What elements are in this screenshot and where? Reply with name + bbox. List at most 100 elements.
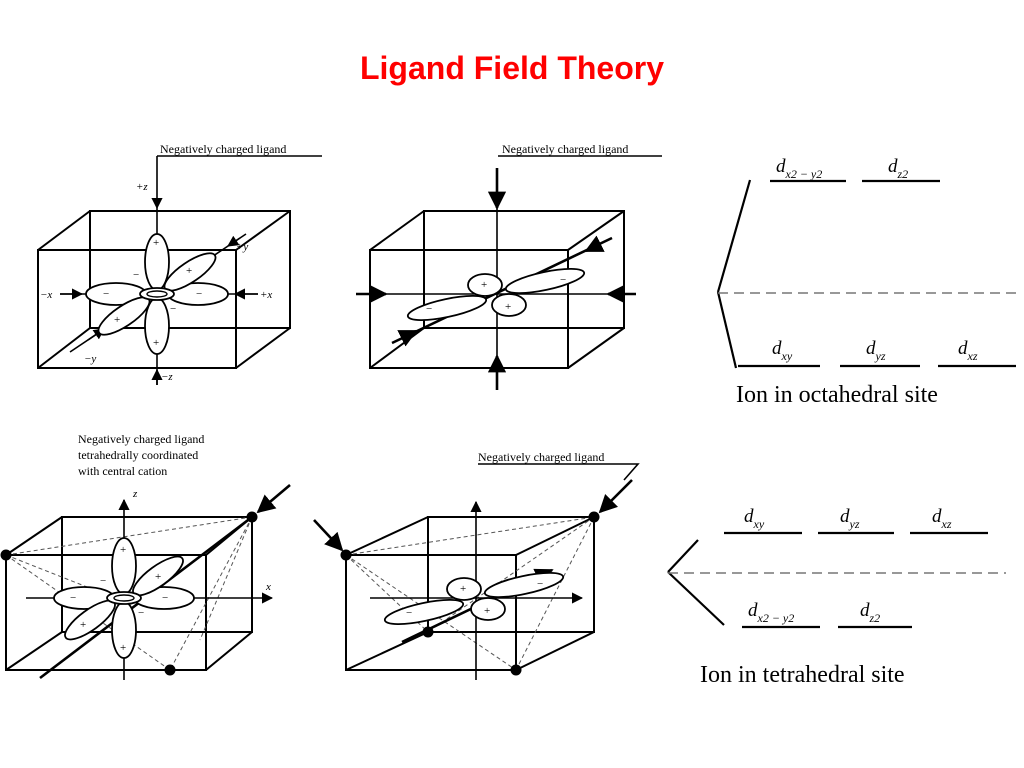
ligand-dot bbox=[422, 626, 434, 638]
ligand-dot bbox=[340, 549, 352, 561]
orbital-label: dx2 − y2 bbox=[748, 600, 794, 625]
split-line-lower bbox=[667, 571, 725, 626]
torus-ring-inner bbox=[146, 290, 168, 298]
octahedral-caption: Ion in octahedral site bbox=[736, 382, 938, 408]
cube-edge bbox=[235, 210, 291, 251]
torus-ring-inner bbox=[113, 594, 135, 602]
cube-edge bbox=[5, 516, 63, 556]
orbital-label: dyz bbox=[866, 338, 886, 363]
y-axis bbox=[391, 236, 613, 345]
axis-label-mx: −x bbox=[40, 289, 52, 301]
sign-minus: − bbox=[196, 288, 202, 300]
tetrahedral-splitting: dxy dyz dxz dx2 − y2 dz2 Ion in tetrahed… bbox=[667, 506, 1006, 688]
sign-minus: − bbox=[138, 607, 144, 619]
split-line-upper bbox=[716, 179, 752, 293]
cube-edge bbox=[515, 631, 595, 671]
sign-plus: + bbox=[114, 314, 120, 326]
axis-label-x: x bbox=[265, 581, 271, 593]
cube-edge bbox=[345, 631, 429, 671]
tetrahedron-edge bbox=[427, 516, 595, 633]
sign-minus: − bbox=[162, 592, 168, 604]
split-line-upper bbox=[667, 539, 699, 573]
ligand-dot bbox=[588, 511, 600, 523]
sign-minus: − bbox=[103, 288, 109, 300]
orbital-label: dxy bbox=[772, 338, 793, 363]
y-ligand-arrow bbox=[584, 235, 605, 253]
sign-plus: + bbox=[505, 301, 511, 313]
ligand-label-line: with central cation bbox=[78, 464, 167, 478]
ligand-dot bbox=[0, 549, 12, 561]
orbital-lobe bbox=[504, 267, 586, 295]
sign-minus: − bbox=[100, 575, 106, 587]
tetrahedral-caption: Ion in tetrahedral site bbox=[700, 662, 905, 688]
sign-minus: − bbox=[133, 269, 139, 281]
slide-title: Ligand Field Theory bbox=[359, 50, 664, 86]
sign-plus: + bbox=[155, 571, 161, 583]
orbital-lobe bbox=[383, 598, 465, 626]
split-line-lower bbox=[716, 291, 738, 369]
orbital-label: dxz bbox=[958, 338, 978, 363]
ligand-arrow bbox=[256, 484, 291, 514]
sign-plus: + bbox=[186, 265, 192, 277]
octahedral-splitting: dx2 − y2 dz2 dxy dyz dxz Ion in octahedr… bbox=[716, 156, 1022, 408]
ligand-label: Negatively charged ligand bbox=[160, 142, 286, 156]
ligand-label: Negatively charged ligand bbox=[502, 142, 628, 156]
cube-edge bbox=[515, 516, 595, 556]
tet-left-panel: Negatively charged ligand tetrahedrally … bbox=[0, 432, 291, 680]
orbital-label: dxz bbox=[932, 506, 952, 531]
orbital-label: dxy bbox=[744, 506, 765, 531]
y-ligand-arrow-front bbox=[397, 329, 418, 347]
sign-minus: − bbox=[170, 303, 176, 315]
torus-ring bbox=[139, 287, 175, 301]
cube-edge bbox=[345, 516, 429, 556]
cube-edge bbox=[37, 327, 91, 369]
orbital-lobe bbox=[483, 571, 565, 599]
orbital-label: dz2 bbox=[860, 600, 880, 625]
orbital-lobe bbox=[406, 294, 488, 322]
sign-plus: + bbox=[120, 544, 126, 556]
tetrahedron-edge bbox=[345, 554, 517, 671]
orbital-label: dyz bbox=[840, 506, 860, 531]
ligand-label-line: tetrahedrally coordinated bbox=[78, 448, 198, 462]
orbital-label: dz2 bbox=[888, 156, 908, 181]
sign-minus: − bbox=[70, 592, 76, 604]
axis-label-px: +x bbox=[260, 289, 272, 301]
cube-edge bbox=[369, 327, 425, 369]
sign-plus: + bbox=[481, 279, 487, 291]
oct-left-panel: Negatively charged ligand + + + + − − − bbox=[37, 142, 322, 385]
tetrahedron-edge bbox=[169, 516, 253, 671]
sign-plus: + bbox=[153, 237, 159, 249]
tet-right-panel: Negatively charged ligand + + − − bbox=[313, 450, 640, 680]
oct-right-panel: Negatively charged ligand + + − − bbox=[356, 142, 662, 390]
ligand-dot bbox=[510, 664, 522, 676]
label-leader bbox=[478, 463, 640, 481]
cube-edge bbox=[567, 327, 625, 369]
ligand-arrow bbox=[598, 479, 633, 514]
sign-minus: − bbox=[537, 578, 543, 590]
axis-label-pz: +z bbox=[136, 181, 148, 193]
sign-minus: − bbox=[560, 274, 566, 286]
cube-edge bbox=[205, 631, 253, 671]
tetrahedron-edge bbox=[199, 516, 253, 641]
orbital-lobe bbox=[491, 293, 527, 317]
torus-ring bbox=[106, 591, 142, 605]
sign-plus: + bbox=[120, 642, 126, 654]
sign-plus: + bbox=[460, 583, 466, 595]
sign-plus: + bbox=[484, 605, 490, 617]
sign-plus: + bbox=[80, 619, 86, 631]
cube-edge bbox=[37, 210, 91, 251]
ligand-dot bbox=[246, 511, 258, 523]
axis-label-mz: −z bbox=[161, 371, 173, 383]
y-ligand-arrow bbox=[227, 233, 247, 247]
cube-edge bbox=[235, 327, 291, 369]
cube-edge bbox=[369, 210, 425, 251]
axis-label-py: +y bbox=[236, 241, 248, 253]
ligand-dot bbox=[164, 664, 176, 676]
axis-label-my: −y bbox=[84, 353, 96, 365]
sign-minus: − bbox=[426, 303, 432, 315]
cube-edge bbox=[567, 210, 625, 251]
orbital-label: dx2 − y2 bbox=[776, 156, 822, 181]
axis-label-z: z bbox=[132, 488, 138, 500]
ligand-label-line: Negatively charged ligand bbox=[78, 432, 204, 446]
